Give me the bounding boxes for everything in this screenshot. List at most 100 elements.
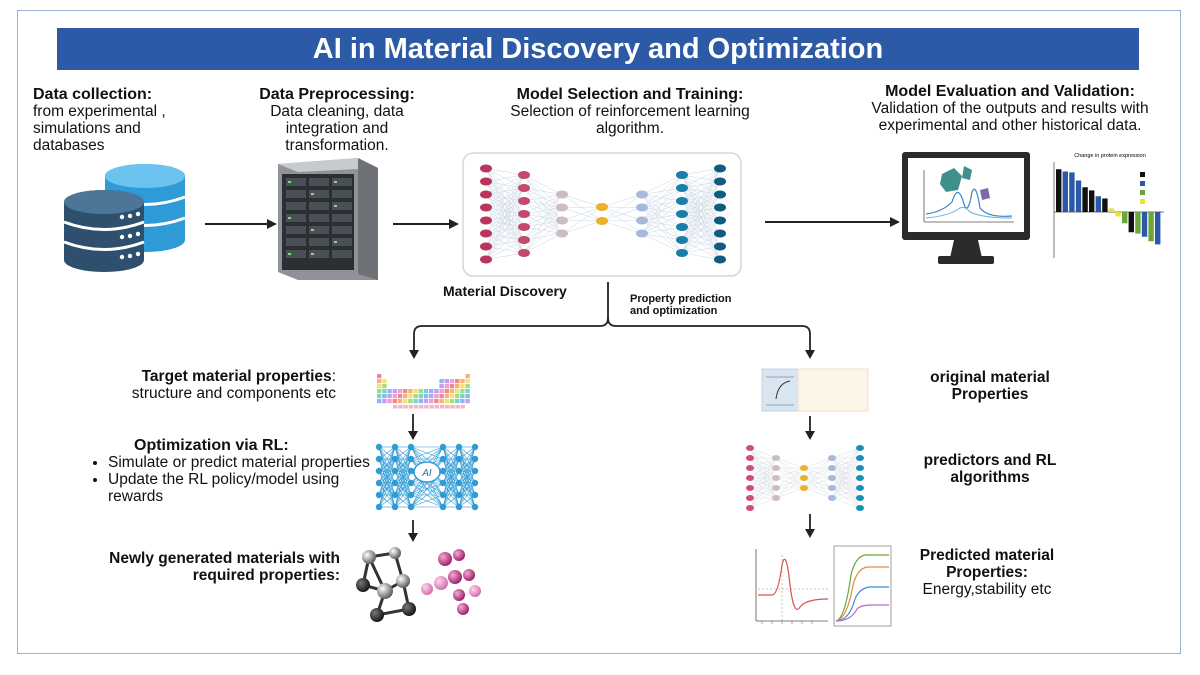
element-cell bbox=[460, 389, 465, 394]
network-node bbox=[856, 455, 864, 461]
network-edge bbox=[749, 457, 777, 499]
network-node bbox=[828, 495, 836, 501]
element-cell bbox=[439, 389, 444, 394]
target-heading: Target material properties bbox=[141, 368, 332, 385]
network-node bbox=[746, 485, 754, 491]
element-cell bbox=[408, 389, 413, 394]
network-node bbox=[828, 475, 836, 481]
bar bbox=[1102, 198, 1108, 212]
step-line: databases bbox=[33, 137, 105, 154]
bar bbox=[1089, 190, 1095, 212]
network-edge bbox=[681, 168, 721, 176]
element-cell bbox=[429, 394, 434, 399]
mini-chart-title: Change in protein expression bbox=[1074, 153, 1146, 159]
element-cell bbox=[408, 394, 413, 399]
step-model-selection: Model Selection and Training: Selection … bbox=[480, 86, 780, 137]
network-edge bbox=[410, 494, 444, 508]
arrow-down bbox=[408, 414, 418, 440]
network-node bbox=[407, 503, 415, 511]
element-cell bbox=[455, 384, 460, 389]
step-line: Validation of the outputs and results wi… bbox=[871, 100, 1149, 117]
bar bbox=[1082, 187, 1088, 212]
bullet-item: Simulate or predict material properties bbox=[108, 454, 371, 471]
network-edge bbox=[410, 482, 444, 508]
bar bbox=[1056, 169, 1062, 212]
network-edge bbox=[681, 181, 721, 254]
element-cell bbox=[460, 379, 465, 384]
element-cell bbox=[382, 389, 387, 394]
network-edge bbox=[561, 206, 603, 234]
network-node bbox=[772, 485, 780, 491]
network-edge bbox=[831, 447, 861, 489]
stability-curves-plot bbox=[833, 545, 892, 627]
network-edge bbox=[561, 194, 603, 222]
network-node bbox=[455, 455, 463, 463]
element-cell bbox=[460, 384, 465, 389]
network-edge bbox=[831, 447, 861, 479]
energy-profile-plot bbox=[755, 549, 829, 624]
element-cell bbox=[418, 394, 423, 399]
network-edge bbox=[561, 207, 603, 222]
network-node bbox=[407, 443, 415, 451]
network-edge bbox=[749, 447, 777, 459]
element-cell bbox=[377, 394, 382, 399]
network-edge bbox=[378, 470, 396, 508]
element-cell bbox=[403, 394, 408, 399]
network-edge bbox=[523, 194, 563, 215]
element-cell bbox=[397, 399, 403, 404]
element-cell bbox=[403, 399, 408, 404]
element-cell bbox=[392, 389, 397, 394]
network-node bbox=[556, 216, 568, 225]
network-node bbox=[772, 475, 780, 481]
network-edge bbox=[485, 174, 525, 234]
network-edge bbox=[641, 233, 683, 254]
neural-network-diagram bbox=[462, 152, 742, 277]
network-edge bbox=[601, 220, 643, 234]
network-edge bbox=[681, 194, 721, 254]
network-node bbox=[391, 455, 399, 463]
network-edge bbox=[681, 252, 721, 260]
network-node bbox=[471, 479, 479, 487]
element-cell bbox=[449, 399, 455, 404]
network-edge bbox=[749, 457, 777, 469]
element-cell bbox=[423, 394, 429, 399]
network-edge bbox=[485, 174, 525, 260]
network-node bbox=[375, 443, 383, 451]
network-node bbox=[518, 210, 530, 218]
step-line: Selection of reinforcement learning bbox=[510, 103, 750, 120]
element-cell bbox=[413, 394, 418, 399]
network-node bbox=[471, 467, 479, 475]
property-prediction-label: Property prediction and optimization bbox=[630, 293, 732, 317]
network-node bbox=[676, 236, 688, 244]
monitor-icon bbox=[902, 152, 1030, 264]
optimization-heading: Optimization via RL: bbox=[134, 437, 289, 454]
element-cell bbox=[449, 379, 455, 384]
element-cell bbox=[450, 405, 455, 409]
bar bbox=[1075, 180, 1082, 212]
network-edge bbox=[378, 446, 396, 508]
network-node bbox=[471, 455, 479, 463]
network-edge bbox=[803, 457, 833, 469]
network-edge bbox=[803, 477, 833, 489]
ai-label: AI bbox=[421, 468, 432, 479]
network-edge bbox=[831, 477, 861, 499]
network-node bbox=[407, 455, 415, 463]
network-edge bbox=[394, 446, 412, 460]
network-node bbox=[439, 467, 447, 475]
network-node bbox=[676, 184, 688, 192]
original-properties-text: original material Properties bbox=[930, 369, 1050, 403]
network-edge bbox=[442, 458, 460, 508]
element-cell bbox=[377, 384, 382, 389]
element-cell bbox=[423, 399, 429, 404]
network-edge bbox=[442, 494, 460, 508]
network-edge bbox=[641, 200, 683, 234]
network-edge bbox=[641, 174, 683, 195]
network-edge bbox=[601, 207, 643, 222]
network-node bbox=[676, 249, 688, 257]
network-node bbox=[480, 242, 492, 251]
arrow-down bbox=[805, 416, 815, 440]
bar bbox=[1062, 171, 1068, 212]
network-node bbox=[455, 503, 463, 511]
network-node bbox=[636, 190, 648, 199]
network-edge bbox=[681, 168, 721, 241]
